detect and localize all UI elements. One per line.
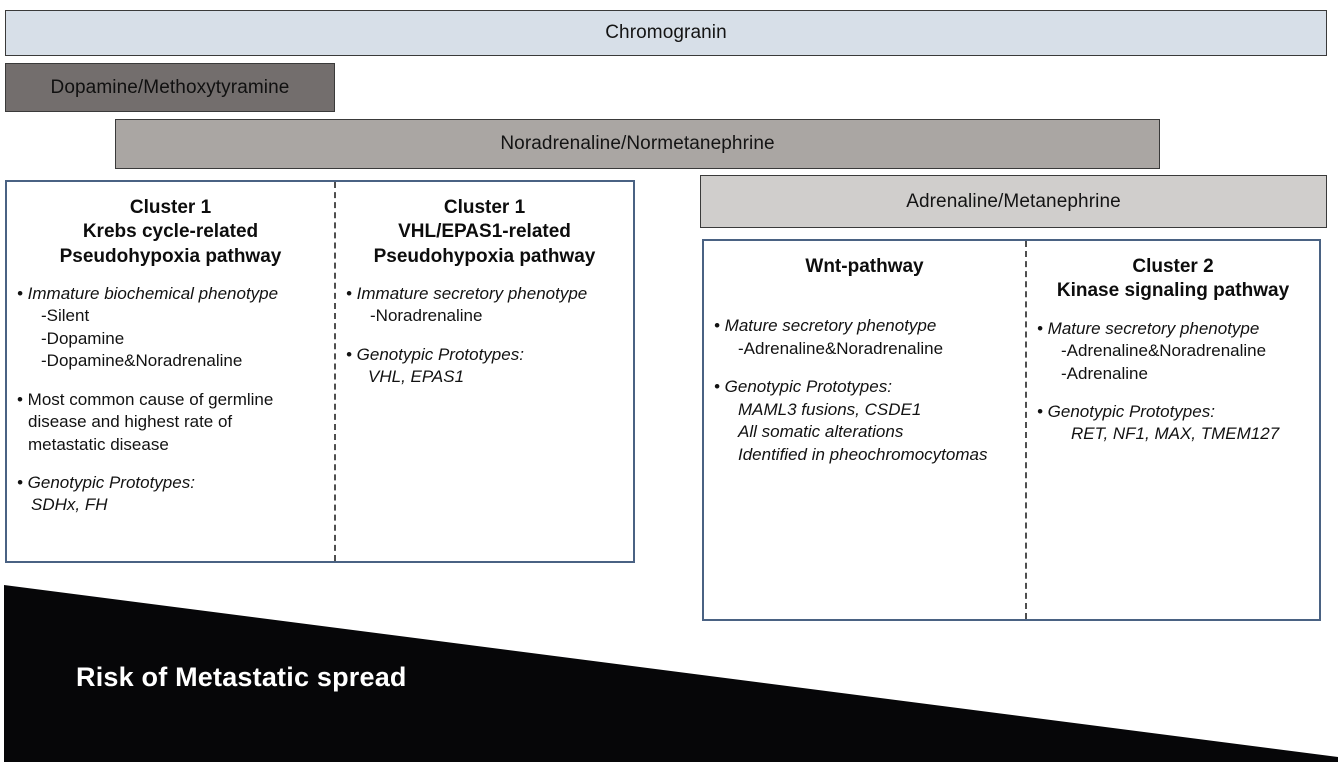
bar-dopamine-label: Dopamine/Methoxytyramine — [50, 76, 290, 98]
bullet-lead: • Genotypic Prototypes: — [1037, 401, 1215, 421]
column-kinase-signaling: Cluster 2 Kinase signaling pathway • Mat… — [1027, 241, 1319, 619]
bullet-lead: • Immature biochemical phenotype — [17, 283, 279, 303]
bullet-lead: • Genotypic Prototypes: — [714, 377, 892, 397]
bar-chromogranin-label: Chromogranin — [605, 22, 727, 43]
column-krebs-cycle: Cluster 1 Krebs cycle-related Pseudohypo… — [7, 182, 336, 561]
bar-noradrenaline: Noradrenaline/Normetanephrine — [115, 119, 1160, 169]
bullet-group: • Immature secretory phenotype -Noradren… — [346, 283, 623, 328]
sub-line: SDHx, FH — [31, 495, 108, 515]
sub-line: RET, NF1, MAX, TMEM127 — [1071, 424, 1280, 444]
column-title: Cluster 2 Kinase signaling pathway — [1056, 256, 1290, 302]
bar-adrenaline: Adrenaline/Metanephrine — [700, 175, 1327, 228]
column-title: Wnt-pathway — [805, 256, 924, 277]
bullet-lead: • Immature secretory phenotype — [346, 283, 588, 303]
bullet-group: • Genotypic Prototypes: SDHx, FH — [17, 472, 324, 517]
column-title: Cluster 1 Krebs cycle-related Pseudohypo… — [59, 197, 282, 267]
bullet-lead: • Most common cause of germline — [17, 389, 274, 409]
sub-line: MAML3 fusions, CSDE1 — [738, 399, 922, 419]
bullet-group: • Genotypic Prototypes: VHL, EPAS1 — [346, 344, 623, 389]
sub-line: -Adrenaline&Noradrenaline — [1061, 341, 1267, 361]
sub-line: -Dopamine — [41, 328, 125, 348]
sub-line: All somatic alterations — [738, 422, 904, 442]
bullet-lead: • Genotypic Prototypes: — [346, 344, 524, 364]
sub-line: VHL, EPAS1 — [368, 367, 465, 387]
sub-line: -Silent — [41, 306, 90, 326]
wrap-line: metastatic disease — [28, 434, 169, 454]
sub-line: -Dopamine&Noradrenaline — [41, 351, 243, 371]
bullet-lead: • Mature secretory phenotype — [714, 316, 937, 336]
panel-cluster1: Cluster 1 Krebs cycle-related Pseudohypo… — [5, 180, 635, 563]
bar-adrenaline-label: Adrenaline/Metanephrine — [906, 190, 1121, 212]
risk-wedge-shape — [4, 585, 1338, 762]
bullet-group: • Genotypic Prototypes: MAML3 fusions, C… — [714, 376, 1015, 466]
sub-line: -Adrenaline&Noradrenaline — [738, 338, 944, 358]
column-vhl-epas1: Cluster 1 VHL/EPAS1-related Pseudohypoxi… — [336, 182, 633, 561]
bullet-group: • Mature secretory phenotype -Adrenaline… — [714, 315, 1015, 360]
risk-wedge-label: Risk of Metastatic spread — [76, 662, 407, 692]
risk-wedge — [4, 585, 1338, 762]
bar-dopamine: Dopamine/Methoxytyramine — [5, 63, 335, 112]
column-title: Cluster 1 VHL/EPAS1-related Pseudohypoxi… — [373, 197, 596, 267]
panel-cluster2: Wnt-pathway • Mature secretory phenotype… — [702, 239, 1321, 621]
bullet-lead: • Genotypic Prototypes: — [17, 473, 195, 492]
column-wnt-pathway: Wnt-pathway • Mature secretory phenotype… — [704, 241, 1027, 619]
sub-line: -Adrenaline — [1061, 363, 1148, 383]
bullet-group: • Immature biochemical phenotype -Silent… — [17, 283, 324, 373]
bullet-group: • Most common cause of germline disease … — [17, 389, 324, 456]
bar-noradrenaline-label: Noradrenaline/Normetanephrine — [500, 133, 775, 154]
sub-line: Identified in pheochromocytomas — [738, 444, 988, 464]
sub-line: -Noradrenaline — [370, 306, 483, 326]
wrap-line: disease and highest rate of — [28, 412, 233, 432]
bullet-group: • Genotypic Prototypes: RET, NF1, MAX, T… — [1037, 401, 1309, 446]
bullet-group: • Mature secretory phenotype -Adrenaline… — [1037, 318, 1309, 385]
bullet-lead: • Mature secretory phenotype — [1037, 318, 1260, 338]
bar-chromogranin: Chromogranin — [5, 10, 1327, 56]
